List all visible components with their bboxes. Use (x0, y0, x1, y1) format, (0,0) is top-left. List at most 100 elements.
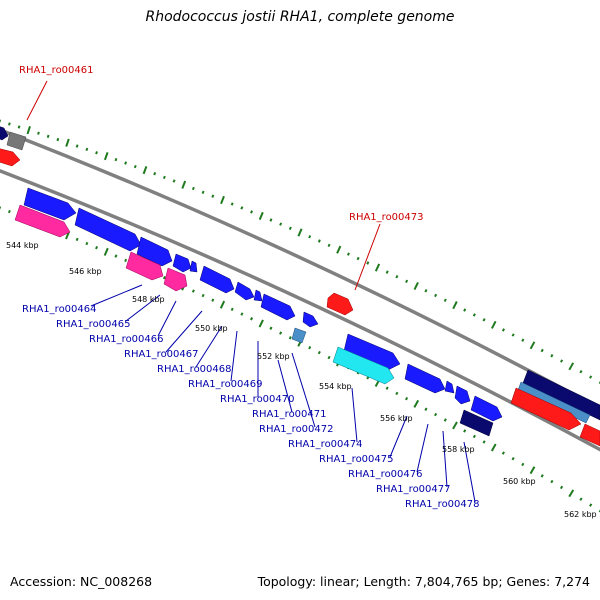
gene-feature-red-right-2 (579, 423, 600, 447)
ruler-minor-tick (443, 298, 447, 302)
ruler-major-tick (258, 211, 264, 220)
ruler-minor-tick (385, 270, 389, 274)
ruler-major-tick (413, 281, 419, 291)
ruler-minor-tick (201, 293, 205, 298)
gene-label-ro00478: RHA1_ro00478 (405, 499, 480, 510)
ruler-major-tick (336, 245, 342, 254)
ruler-minor-tick (95, 246, 99, 250)
gene-feature-ro00471 (253, 289, 263, 302)
ruler-minor-tick (366, 261, 370, 265)
gene-features (0, 126, 600, 447)
scale-label: 560 kbp (503, 477, 536, 486)
ruler-minor-tick (511, 333, 515, 337)
gene-feature-ro00472 (260, 293, 296, 321)
ruler-minor-tick (172, 179, 176, 183)
gene-feature-ro00465 (74, 207, 142, 252)
rrna-feature-2 (125, 251, 164, 281)
gene-label-ro00475: RHA1_ro00475 (319, 454, 394, 465)
gene-label-ro00470: RHA1_ro00470 (220, 394, 295, 405)
callout-ro00467 (165, 310, 203, 353)
gene-feature-red (0, 148, 21, 167)
gene-feature-navy-2 (459, 409, 494, 437)
gene-label-ro00473: RHA1_ro00473 (349, 212, 424, 223)
gene-label-ro00461: RHA1_ro00461 (19, 65, 94, 76)
ruler-major-tick (374, 263, 381, 272)
callout-ro00472 (291, 352, 316, 428)
gene-label-ro00467: RHA1_ro00467 (124, 349, 199, 360)
callout-ro00466 (157, 300, 177, 337)
ruler-major-tick (103, 152, 109, 161)
ruler-minor-tick (308, 345, 312, 350)
gene-label-ro00472: RHA1_ro00472 (259, 424, 334, 435)
ruler-minor-tick (288, 336, 292, 340)
ruler-minor-tick (279, 331, 283, 335)
ruler-minor-tick (308, 235, 312, 239)
gene-feature-ro00476 (444, 380, 455, 394)
ruler-minor-tick (250, 317, 254, 321)
ruler-minor-tick (356, 256, 360, 261)
ruler-minor-tick (589, 375, 593, 379)
ruler-major-tick (568, 362, 575, 371)
ruler-minor-tick (240, 312, 244, 316)
gene-feature-red-right-1 (510, 387, 582, 431)
scale-labels: 544 kbp 546 kbp 548 kbp 550 kbp 552 kbp … (6, 241, 597, 519)
ruler-minor-tick (37, 131, 40, 135)
ruler-minor-tick (114, 254, 118, 258)
gene-feature-navy (0, 126, 9, 141)
ruler-minor-tick (579, 497, 583, 501)
gene-feature-cyan (332, 346, 395, 385)
scale-label: 558 kbp (442, 445, 475, 454)
ruler-minor-tick (46, 134, 50, 139)
ruler-minor-tick (327, 243, 331, 248)
ruler-major-tick (491, 320, 497, 329)
scale-label: 546 kbp (69, 267, 102, 276)
ruler-minor-tick (114, 157, 118, 162)
gene-feature-ro00474b (302, 311, 319, 328)
ruler-minor-tick (85, 147, 89, 152)
ruler-minor-tick (75, 237, 79, 242)
ruler-major-tick (413, 399, 420, 408)
callout-ro00474 (351, 387, 358, 443)
gene-feature-ro00464 (23, 187, 77, 221)
ruler-minor-tick (521, 462, 525, 467)
ruler-minor-tick (395, 274, 399, 279)
ruler-minor-tick (230, 202, 234, 206)
ruler-minor-tick (424, 289, 428, 293)
ruler-minor-tick (162, 175, 166, 180)
gene-feature-ro00478 (470, 395, 503, 422)
scale-label: 554 kbp (319, 382, 352, 391)
ruler-minor-tick (288, 226, 292, 230)
ruler-major-tick (529, 341, 536, 350)
ruler-minor-tick (463, 308, 467, 312)
scale-label: 552 kbp (257, 352, 290, 361)
ruler-minor-tick (240, 206, 244, 210)
ruler-major-tick (181, 180, 187, 189)
scale-label: 548 kbp (132, 295, 165, 304)
rrna-feature-3 (163, 267, 188, 292)
gene-feature-gray (6, 131, 27, 151)
ruler-minor-tick (560, 359, 564, 363)
gene-feature-ro00469 (199, 265, 235, 294)
ruler-major-tick (142, 166, 148, 175)
callout-ro00476 (416, 423, 429, 473)
ruler-major-tick (452, 301, 458, 310)
gene-feature-navy-right (522, 369, 600, 421)
callout-ro00478 (463, 441, 476, 503)
ruler-minor-tick (211, 298, 215, 302)
ruler-minor-tick (317, 239, 321, 243)
ruler-minor-tick (424, 407, 428, 411)
ruler-minor-tick (511, 456, 515, 461)
ruler-minor-tick (269, 326, 273, 330)
ruler-minor-tick (501, 451, 505, 455)
ruler-minor-tick (162, 275, 166, 280)
callout-ro00471 (277, 359, 293, 413)
ruler-minor-tick (482, 440, 486, 444)
gene-label-ro00468: RHA1_ro00468 (157, 364, 232, 375)
ruler-major-tick (258, 319, 264, 328)
gene-label-ro00471: RHA1_ro00471 (252, 409, 327, 420)
genome-backbone-outer (0, 127, 600, 411)
ruler-minor-tick (211, 194, 215, 198)
label-callouts (26, 80, 476, 503)
ruler-minor-tick (191, 289, 195, 293)
ruler-major-tick (103, 247, 109, 256)
